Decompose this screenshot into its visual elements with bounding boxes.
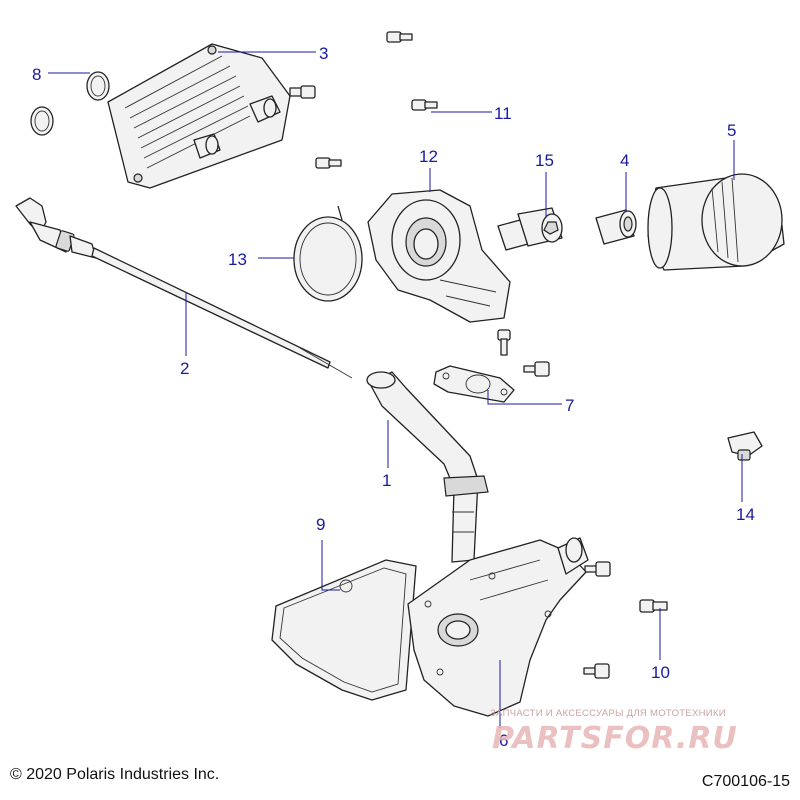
callout-14: 14	[736, 505, 755, 524]
watermark-brand: PARTSFOR.RU	[492, 721, 738, 756]
gasket-ring-part	[293, 205, 363, 302]
callout-6: 6	[499, 731, 508, 750]
bushing-part	[595, 209, 637, 245]
callout-4: 4	[620, 151, 629, 170]
watermark: ЗАПЧАСТИ И АКСЕССУАРЫ ДЛЯ МОТОТЕХНИКИ PA…	[490, 708, 738, 756]
oil-filter-adapter-part	[367, 189, 511, 323]
bolt	[583, 663, 610, 679]
callout-10: 10	[651, 663, 670, 682]
callout-9: 9	[316, 515, 325, 534]
bolt	[315, 157, 342, 169]
oil-pan-housing-part	[407, 537, 589, 717]
callout-3: 3	[319, 44, 328, 63]
copyright-notice: © 2020 Polaris Industries Inc.	[10, 766, 219, 783]
callout-2: 2	[180, 359, 189, 378]
callout-12: 12	[419, 147, 438, 166]
bolt	[386, 31, 413, 43]
callout-7: 7	[565, 396, 574, 415]
callout-15: 15	[535, 151, 554, 170]
bolt	[523, 361, 550, 377]
fitting-part	[497, 207, 563, 251]
callout-5: 5	[727, 121, 736, 140]
bolt-group	[289, 31, 668, 679]
cover-gasket-part	[271, 559, 417, 701]
oil-filter-part	[647, 173, 785, 271]
leader-lines	[48, 51, 743, 728]
callout-13: 13	[228, 250, 247, 269]
watermark-tagline: ЗАПЧАСТИ И АКСЕССУАРЫ ДЛЯ МОТОТЕХНИКИ	[490, 708, 726, 719]
bolt	[639, 599, 668, 613]
bolt	[411, 99, 438, 111]
flange-gasket-part	[433, 365, 515, 403]
o-ring-part	[30, 71, 110, 136]
bolt	[584, 561, 611, 577]
callout-8: 8	[32, 65, 41, 84]
cap-part	[727, 431, 763, 461]
drawing-code: C700106-15	[702, 773, 790, 790]
pickup-tube-part	[366, 371, 489, 563]
bolt	[289, 85, 316, 99]
callout-11: 11	[494, 104, 512, 123]
callout-labels: 3 8 11 12 15 4 5 13 2 7 1 14 9 10 6	[32, 44, 755, 750]
bolt	[497, 329, 511, 356]
callout-1: 1	[382, 471, 391, 490]
oil-cooler-part	[107, 43, 291, 189]
dipstick-part	[15, 197, 353, 379]
